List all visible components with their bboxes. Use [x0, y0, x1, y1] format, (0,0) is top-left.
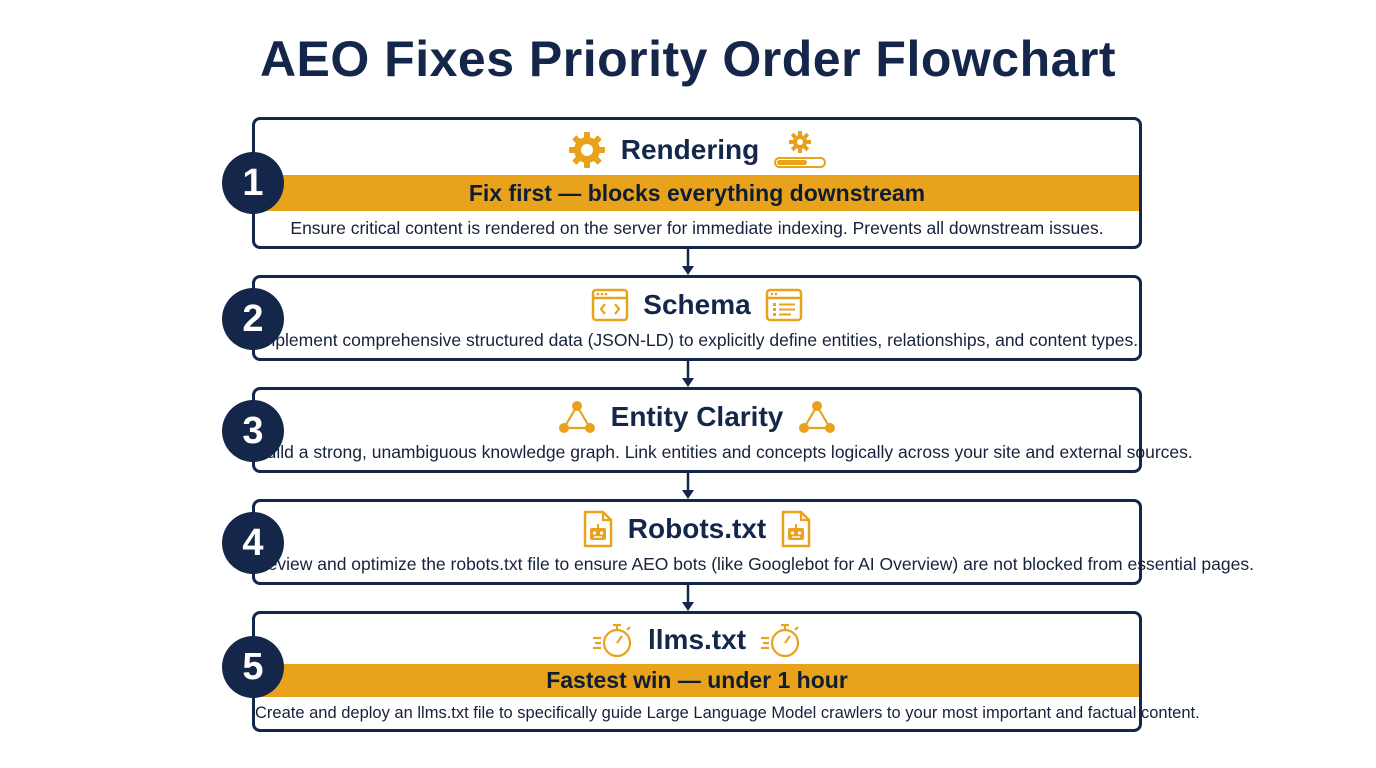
step-title: Robots.txt	[627, 513, 767, 544]
step-number-badge: 5	[222, 636, 284, 698]
code-window-icon	[591, 288, 629, 322]
step-card-robots-txt: Robots.txt Review and optimize the robot…	[252, 499, 1254, 585]
step-number-badge: 1	[222, 152, 284, 214]
stopwatch-icon	[592, 621, 634, 659]
step-title: Schema	[643, 289, 751, 320]
network-graph-icon	[797, 399, 837, 435]
robot-file-icon	[582, 510, 614, 548]
flow-arrow	[682, 249, 694, 275]
step-title: Rendering	[620, 134, 760, 165]
step-title: llms.txt	[647, 624, 747, 655]
step-description: Create and deploy an llms.txt file to sp…	[255, 704, 1200, 722]
priority-banner: Fix first — blocks everything downstream	[255, 175, 1139, 211]
structured-list-window-icon	[765, 288, 803, 322]
step-description: Review and optimize the robots.txt file …	[255, 554, 1254, 574]
step-number-badge: 3	[222, 400, 284, 462]
step-description: Implement comprehensive structured data …	[255, 330, 1139, 350]
step-number-badge: 2	[222, 288, 284, 350]
step-description: Ensure critical content is rendered on t…	[290, 218, 1104, 238]
gear-icon	[567, 130, 607, 170]
step-description: Build a strong, unambiguous knowledge gr…	[255, 442, 1193, 462]
page-title: AEO Fixes Priority Order Flowchart	[259, 31, 1117, 87]
stopwatch-icon	[760, 621, 802, 659]
flow-arrow	[682, 585, 694, 611]
step-card-schema: Schema Implement comprehensive structure…	[252, 275, 1142, 361]
flow-arrow	[682, 361, 694, 387]
priority-banner: Fastest win — under 1 hour	[255, 664, 1139, 697]
flow-arrow	[682, 473, 694, 499]
network-graph-icon	[557, 399, 597, 435]
robot-file-icon	[780, 510, 812, 548]
step-card-rendering: Rendering Fix first — block	[252, 117, 1142, 249]
step-number-badge: 4	[222, 512, 284, 574]
gear-progress-icon	[773, 130, 827, 170]
step-card-entity-clarity: Entity Clarity Build a strong, unambiguo…	[252, 387, 1193, 473]
step-card-llms-txt: llms.txt Fastest win — under 1 hour Crea…	[252, 611, 1200, 732]
step-title: Entity Clarity	[610, 401, 784, 432]
